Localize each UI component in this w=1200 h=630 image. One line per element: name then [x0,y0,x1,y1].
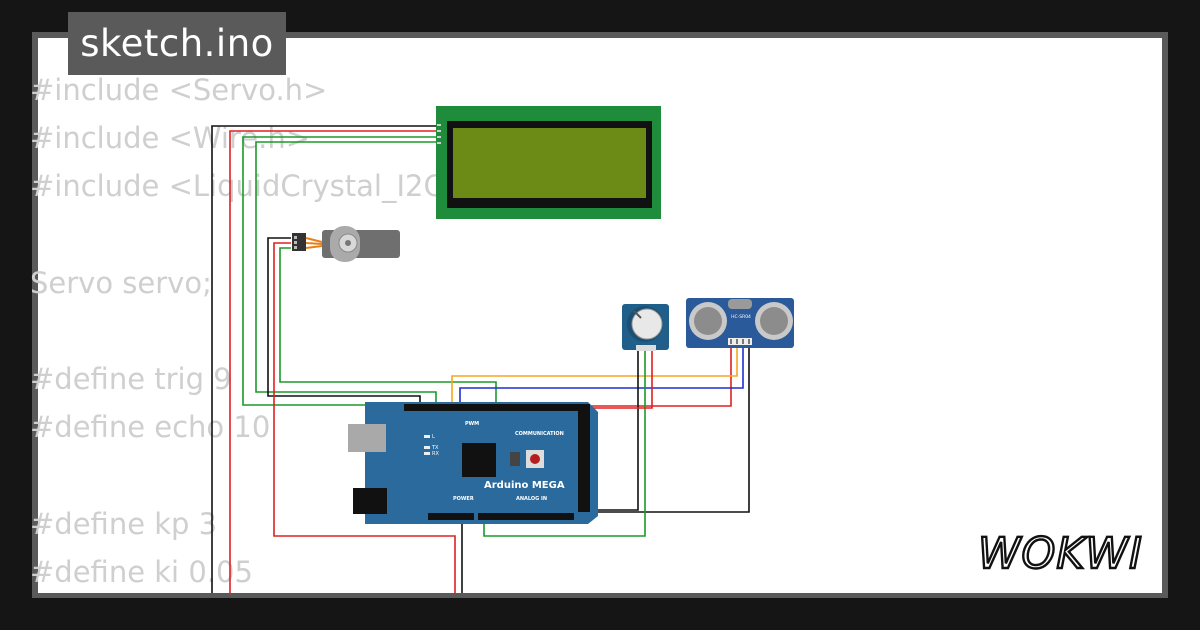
wire-green-lcd-scl [255,141,438,410]
wire-red-sensor-vcc [590,343,732,407]
wire-red-servo-vcc [273,242,456,593]
wokwi-logo[interactable]: WOKWI [977,528,1143,580]
code-line: #define echo 10 [30,410,271,445]
pwm-label: PWM [465,421,479,427]
side-header [578,404,590,512]
board-name-label: Arduino MEGA [484,480,565,491]
mcu-chip [462,443,496,477]
ultrasonic-sensor[interactable]: HC-SR04 [686,298,794,348]
code-line: #include <Wire.h> [30,121,311,156]
wire-black-lcd-gnd [211,125,438,593]
power-label: POWER [453,496,474,502]
analog-header [478,513,574,520]
circuit-diagram: HC-SR04 PWM COMMUNICATION [211,106,1143,593]
wire-green-pot-signal [483,350,646,537]
communication-label: COMMUNICATION [515,431,564,437]
servo-motor[interactable] [292,226,400,262]
lcd-display[interactable] [436,106,661,219]
code-preview: #include <Servo.h>#include <Wire.h>#incl… [30,66,496,596]
led-rx-label: RX [432,451,439,457]
digital-header [404,404,584,411]
wire-green-servo-signal [279,247,497,410]
wokwi-logo-text: WOKWI [978,529,1143,579]
led-l-label: L [432,434,435,440]
code-line: #include <Servo.h> [30,73,328,107]
wire-red-lcd-vcc [229,130,438,593]
wire-black-pot-gnd [590,350,639,511]
wire-blue-sensor-echo [459,343,744,410]
wire-black-servo-gnd [267,237,421,410]
potentiometer[interactable] [622,304,669,351]
wire-black-sensor-gnd [590,343,750,513]
sensor-model-label: HC-SR04 [731,314,751,320]
analog-in-label: ANALOG IN [516,496,547,502]
power-jack [353,488,387,514]
arduino-mega-board[interactable]: PWM COMMUNICATION L TX RX Arduino MEGA P… [348,402,598,524]
led-tx-label: TX [431,445,439,451]
usb-port [348,424,386,452]
code-line: #define kp 3 [30,506,218,541]
file-tab[interactable]: sketch.ino [68,12,286,75]
wire-green-lcd-sda [242,136,438,410]
wires [211,125,750,593]
code-line: #define ki 0.05 [30,554,253,589]
wire-orange-sensor-trig [451,343,738,410]
code-line: #define trig 9 [30,362,232,397]
wire-red-pot-vcc [590,350,653,409]
code-line: Servo servo; [30,265,212,300]
power-header [428,513,474,520]
